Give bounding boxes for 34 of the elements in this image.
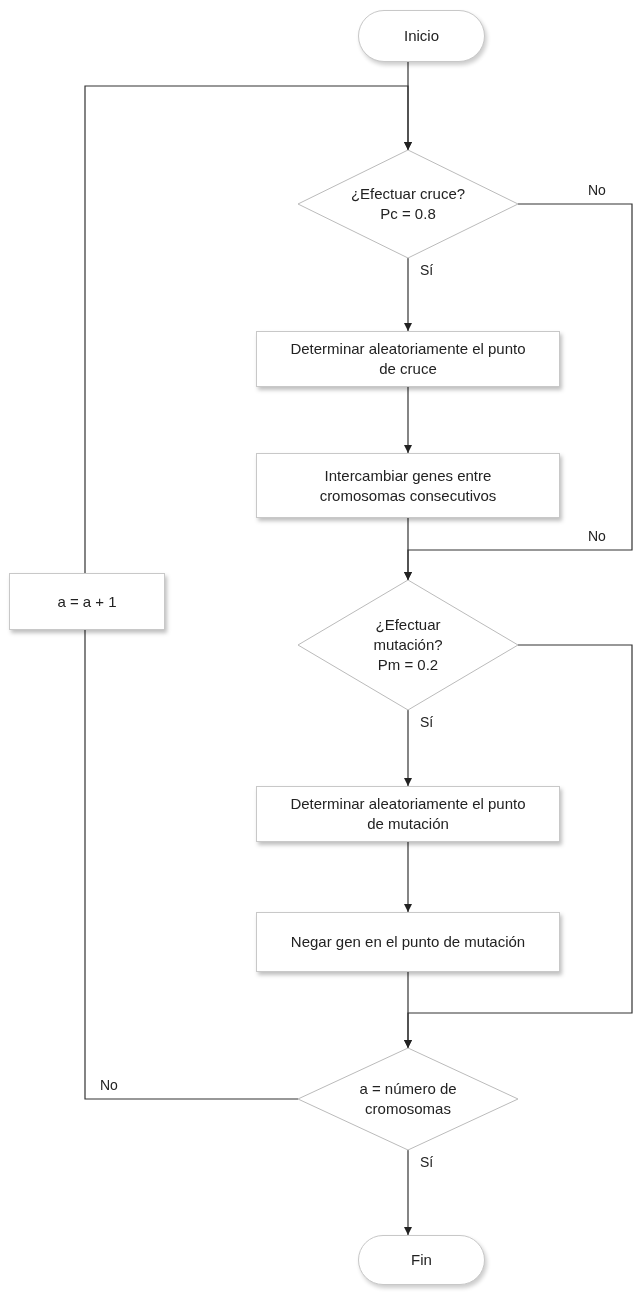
arrow: [403, 386, 413, 454]
arrow: [403, 841, 413, 913]
decision-diamond: [298, 1048, 518, 1150]
arrow: [403, 203, 633, 581]
process-box: [256, 331, 560, 387]
arrow: [403, 709, 413, 787]
process-box: [256, 453, 560, 518]
arrow: [403, 257, 413, 332]
edge-label: Sí: [418, 714, 436, 730]
edge-label: Sí: [418, 262, 436, 278]
node-text: Intercambiar genes entre cromosomas consecutivos: [318, 465, 498, 506]
edge-label: No: [586, 182, 608, 198]
process-box: [9, 573, 165, 630]
terminal-shape: [358, 10, 485, 62]
node-text: Inicio: [403, 26, 440, 46]
arrow: [403, 644, 633, 1049]
node-text: a = número de cromosomas: [358, 1079, 458, 1119]
decision-diamond: [298, 150, 518, 258]
node-text: Determinar aleatoriamente el punto de mutación: [289, 794, 527, 834]
node-text: Determinar aleatoriamente el punto de cruce: [289, 339, 527, 379]
process-box: [256, 912, 560, 972]
branch-label: No: [586, 528, 608, 544]
node-text: a = a + 1: [56, 591, 118, 612]
arrow: [403, 1149, 413, 1236]
edge-label: No: [98, 1077, 120, 1093]
process-box: [256, 786, 560, 842]
edge-label: Sí: [418, 1154, 436, 1170]
node-text: Fin: [410, 1250, 433, 1270]
node-text: ¿Efectuar cruce? Pc = 0.8: [349, 184, 467, 224]
terminal-shape: [358, 1235, 485, 1285]
arrow: [84, 85, 413, 574]
node-text: ¿Efectuar mutación? Pm = 0.2: [372, 615, 444, 675]
decision-diamond: [298, 580, 518, 710]
node-text: Negar gen en el punto de mutación: [289, 932, 527, 952]
